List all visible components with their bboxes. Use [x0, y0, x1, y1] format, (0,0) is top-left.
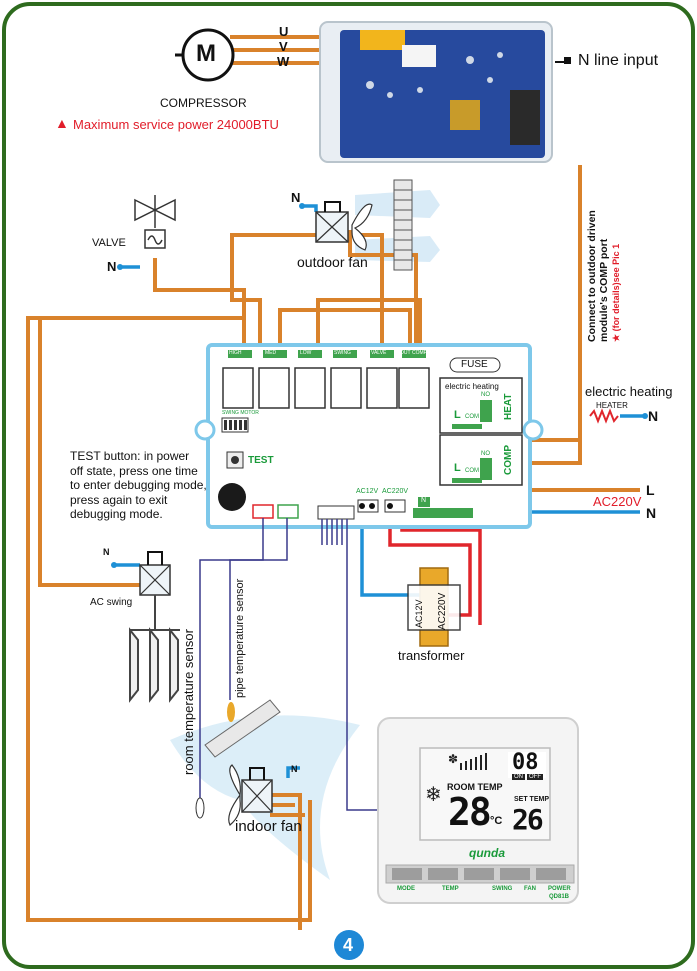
outdoor-fan-label: outdoor fan [297, 254, 368, 270]
thermostat-button-mode[interactable]: MODE [397, 886, 415, 892]
relay-label-valve: VALVE [371, 350, 387, 356]
comp-box-l: L [454, 462, 461, 474]
board-ac220v-label: AC220V [382, 488, 409, 495]
thermostat-unit: °C [490, 815, 503, 827]
board-n-label: N [421, 497, 427, 504]
compressor-symbol: M [196, 40, 216, 67]
heat-box-com: COM [465, 414, 479, 420]
thermostat-model: QD81B [549, 894, 570, 900]
thermostat-button-power[interactable]: POWER [548, 886, 571, 892]
indoor-fan-label: indoor fan [235, 818, 302, 835]
warning-icon: ▲ [55, 115, 69, 131]
test-note-line4: press again to exit [70, 492, 168, 507]
phase-v-label: V [279, 39, 288, 54]
transformer-ac12v: AC12V [414, 599, 424, 628]
room-sensor-label: room temperature sensor [181, 629, 196, 775]
relay-label-med: MED [265, 350, 277, 356]
page-number-badge [334, 930, 364, 960]
comp-port-note-line3: ★ (for details)see Pic 1 [611, 243, 621, 342]
power-n-label: N [646, 505, 657, 521]
comp-port-note-line2: module's COMP port [598, 238, 610, 342]
compressor-warning: Maximum service power 24000BTU [73, 117, 279, 132]
heat-box-title: electric heating [445, 382, 499, 391]
test-label: TEST [248, 455, 274, 466]
phase-w-label: W [277, 54, 290, 69]
indoor-coil [204, 699, 281, 758]
thermostat-button-temp[interactable]: TEMP [442, 886, 459, 892]
thermostat-brand: qunda [469, 846, 505, 860]
valve-label: VALVE [92, 237, 126, 249]
test-note-line1: TEST button: in power [70, 449, 190, 463]
thermostat-button-swing[interactable]: SWING [492, 886, 513, 892]
heater-n-label: N [648, 408, 659, 424]
thermostat-set-temp-label: SET TEMP [514, 796, 550, 803]
swing-louvers [129, 595, 180, 703]
test-note: TEST button: in power off state, press o… [70, 449, 207, 522]
pipe-sensor-probe [227, 702, 235, 722]
page-number: 4 [343, 935, 354, 955]
thermostat-clock-value: 08 [512, 750, 539, 775]
heater-resistor [589, 408, 619, 424]
test-note-line5: debugging mode. [70, 507, 163, 521]
relay-label-comp: COMP [412, 350, 427, 356]
thermostat-room-temp-label: ROOM TEMP [447, 782, 503, 792]
outdoor-fan-n-label: N [291, 190, 301, 205]
board-ac12v-label: AC12V [356, 488, 379, 495]
valve-symbol [134, 195, 176, 249]
comp-box-com: COM [465, 468, 479, 474]
pipe-sensor-label: pipe temperature sensor [234, 578, 246, 698]
thermostat-wires [199, 518, 390, 811]
valve-n-label: N [107, 259, 117, 274]
relay-label-high: HIGH [229, 350, 242, 356]
outdoor-fan-blade [351, 203, 373, 251]
thermostat-snowflake-icon: ❄ [425, 784, 442, 806]
room-sensor-probe [195, 797, 205, 819]
compressor-label: COMPRESSOR [160, 96, 247, 110]
indoor-fan-n-label: N [291, 764, 298, 774]
relay-terminals [228, 350, 426, 358]
inverter-pcb [340, 30, 545, 158]
relay-label-swing: SWING [334, 350, 351, 356]
thermostat-on-label: ON [512, 774, 525, 780]
relay-label-out: OUT [400, 350, 411, 356]
outdoor-airflow [355, 190, 440, 262]
indoor-fan-blade [228, 764, 241, 826]
buzzer [218, 483, 246, 511]
fuse [449, 357, 501, 373]
ac-swing-label: AC swing [90, 597, 133, 608]
heat-box-no: NO [481, 392, 490, 398]
comp-port-note-line1: Connect to outdoor driven [586, 210, 598, 342]
thermostat-fan-icon: ✽ [448, 752, 459, 766]
test-note-line2: off state, press one time [70, 463, 198, 478]
comp-label: COMP [503, 445, 514, 475]
comp-port-note: Connect to outdoor driven module's COMP … [586, 210, 622, 342]
relays [222, 367, 430, 409]
thermostat-off-label: OFF [527, 774, 543, 780]
power-l-label: L [646, 482, 655, 498]
n-line-input-label: N line input [578, 52, 659, 69]
ac-swing-n-label: N [103, 547, 110, 557]
power-voltage-label: AC220V [593, 494, 642, 509]
thermostat-set-temp-value: 26 [512, 803, 544, 836]
test-note-line3: to enter debugging mode, [70, 478, 207, 492]
transformer-label: transformer [398, 648, 465, 663]
fuse-label: FUSE [461, 359, 488, 370]
outdoor-coil [393, 179, 413, 271]
comp-box-no: NO [481, 451, 490, 457]
heat-label: HEAT [503, 393, 514, 420]
thermostat-room-temp-value: 28 [448, 790, 492, 834]
heater-sub: HEATER [596, 401, 628, 410]
relay-label-low: LOW [300, 350, 312, 356]
heater-title: electric heating [585, 384, 673, 399]
thermostat-button-fan[interactable]: FAN [524, 886, 536, 892]
transformer-ac220v: AC220V [437, 592, 448, 630]
heat-box-l: L [454, 409, 461, 421]
swing-motor-label: SWING MOTOR [222, 410, 259, 416]
phase-u-label: U [279, 24, 289, 39]
